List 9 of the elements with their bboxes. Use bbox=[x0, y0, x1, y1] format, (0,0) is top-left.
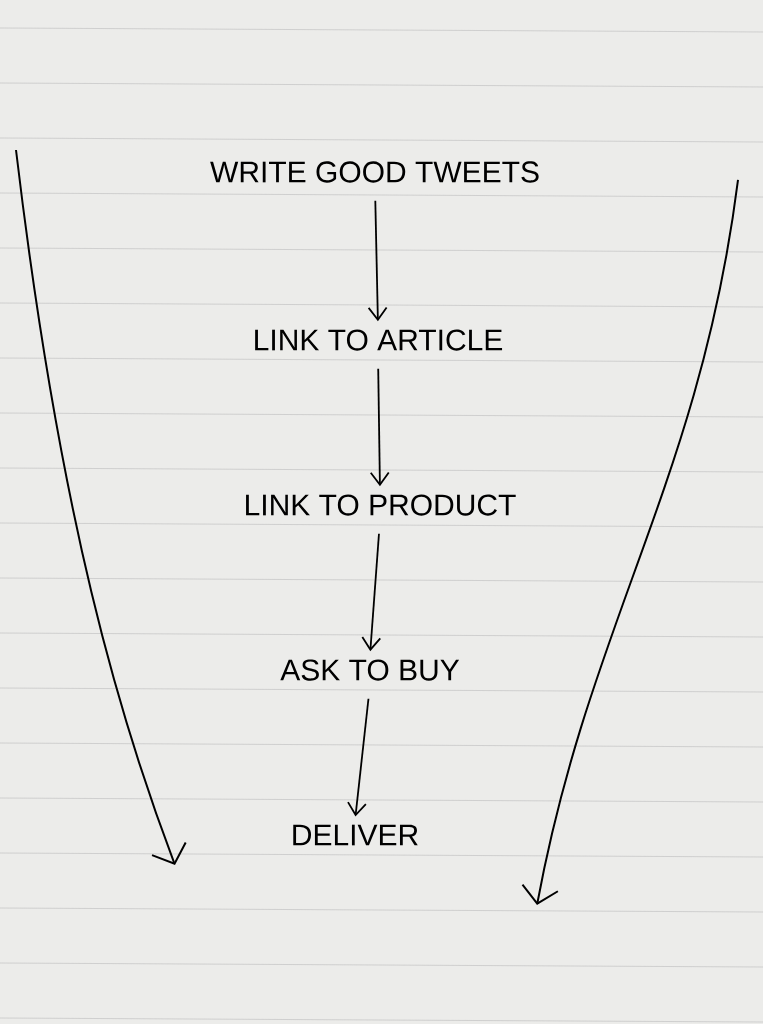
arrow bbox=[347, 697, 370, 817]
step-label: LINK TO ARTICLE bbox=[255, 329, 503, 351]
arrow bbox=[367, 199, 388, 322]
step-label: ASK TO BUY bbox=[280, 659, 460, 681]
step-label: DELIVER bbox=[293, 824, 418, 846]
arrow bbox=[361, 532, 382, 652]
step-label: WRITE GOOD TWEETS bbox=[210, 161, 539, 183]
step-label: LINK TO PRODUCT bbox=[246, 494, 516, 516]
arrow bbox=[369, 367, 390, 487]
